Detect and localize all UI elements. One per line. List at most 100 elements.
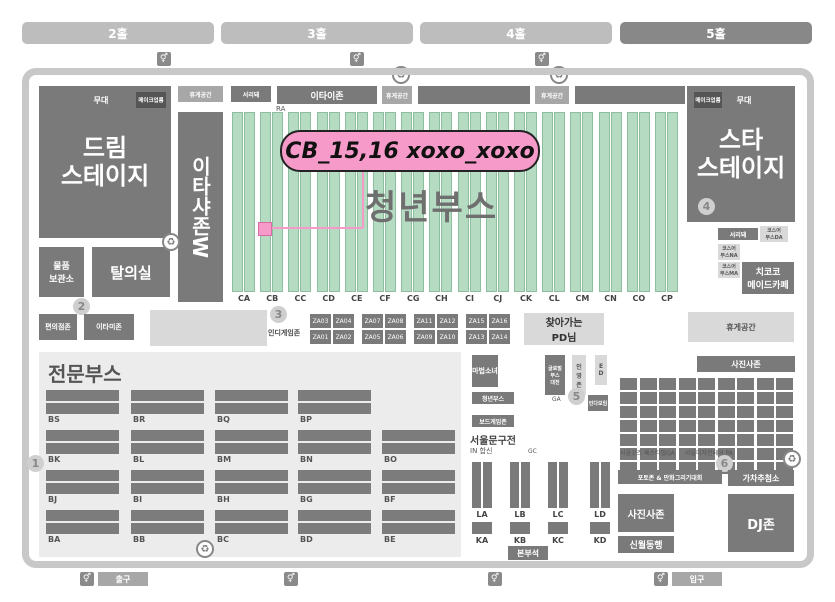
booth-column[interactable]	[526, 112, 537, 292]
hall5-booth[interactable]	[620, 448, 637, 460]
hall5-booth[interactable]	[698, 420, 715, 432]
inyeong-zone[interactable]: 인 영 존	[572, 355, 586, 395]
convenience-zone[interactable]: 편의점존	[39, 314, 77, 340]
booth-column[interactable]	[542, 112, 554, 292]
hall5-booth[interactable]	[659, 406, 676, 418]
pro-booth[interactable]	[131, 430, 204, 441]
pro-booth[interactable]	[131, 510, 204, 521]
hall5-booth[interactable]	[639, 448, 657, 460]
makeup-room[interactable]: 메이크업룸	[136, 92, 166, 108]
pro-booth[interactable]	[382, 430, 455, 441]
cosplayer-booth-da[interactable]: 코스어 부스DA	[760, 226, 788, 242]
hall5-booth[interactable]	[678, 420, 696, 432]
hall5-booth[interactable]	[698, 448, 715, 460]
pro-booth[interactable]	[382, 483, 455, 494]
booth-column[interactable]	[559, 462, 568, 508]
dressing-room[interactable]: 탈의실	[92, 247, 170, 297]
za-booth[interactable]: ZA08	[385, 314, 406, 328]
hall-2-header[interactable]: 2홀	[22, 22, 214, 44]
hall5-booth[interactable]	[698, 378, 715, 390]
pro-booth[interactable]	[298, 470, 371, 481]
photo-drawing-zone[interactable]: 포토존 & 만화그리기대회	[618, 470, 722, 484]
pro-booth[interactable]	[46, 470, 119, 481]
za-booth[interactable]: ZA12	[437, 314, 458, 328]
hall5-booth[interactable]	[659, 448, 676, 460]
booth-column[interactable]	[655, 112, 666, 292]
pro-booth[interactable]	[131, 403, 204, 414]
hall5-booth[interactable]	[659, 434, 676, 446]
booth-column[interactable]	[510, 522, 530, 534]
za-booth[interactable]: ZA01	[310, 330, 331, 344]
booth-column[interactable]	[272, 112, 284, 292]
hall5-booth[interactable]	[620, 392, 637, 404]
pro-booth[interactable]	[131, 523, 204, 534]
pro-booth[interactable]	[298, 403, 371, 414]
gacha-lottery[interactable]: 가차추첨소	[728, 470, 794, 486]
booth-column[interactable]	[638, 112, 650, 292]
rest-space-4[interactable]: 휴게공간	[688, 312, 794, 342]
makeup-room-right[interactable]: 메이크업룸	[694, 92, 722, 108]
sinwol-zone[interactable]: 신월동행	[618, 536, 674, 553]
hall5-booth[interactable]	[737, 434, 754, 446]
hall5-booth[interactable]	[756, 378, 774, 390]
booth-column[interactable]	[429, 112, 441, 292]
seori-zone[interactable]: 서리돼	[718, 228, 758, 240]
pro-booth[interactable]	[46, 523, 119, 534]
za-booth[interactable]: ZA16	[489, 314, 510, 328]
ita-zone-w[interactable]: 이타샤존W	[178, 112, 223, 302]
pro-booth[interactable]	[382, 443, 455, 454]
za-booth[interactable]: ZA02	[333, 330, 354, 344]
rest-space-3[interactable]: 휴게공간	[535, 86, 569, 104]
pro-booth[interactable]	[382, 523, 455, 534]
za-booth[interactable]: ZA07	[362, 314, 383, 328]
hall5-booth[interactable]	[717, 406, 735, 418]
hall5-booth[interactable]	[639, 392, 657, 404]
exit-sign[interactable]: 출구	[98, 572, 148, 586]
hall5-booth[interactable]	[776, 378, 793, 390]
booth-column[interactable]	[472, 522, 492, 534]
pro-booth[interactable]	[298, 483, 371, 494]
booth-column[interactable]	[590, 522, 610, 534]
pro-booth[interactable]	[215, 390, 288, 401]
za-booth[interactable]: ZA03	[310, 314, 331, 328]
booth-column[interactable]	[667, 112, 678, 292]
hall5-booth[interactable]	[620, 406, 637, 418]
pro-booth[interactable]	[131, 443, 204, 454]
pro-booth[interactable]	[46, 403, 119, 414]
pro-booth[interactable]	[215, 483, 288, 494]
hall5-booth[interactable]	[678, 434, 696, 446]
photographer-zone-2[interactable]: 사진사존	[618, 494, 674, 532]
hall5-booth[interactable]	[698, 406, 715, 418]
booth-column[interactable]	[385, 112, 396, 292]
headquarters[interactable]: 본부석	[508, 546, 548, 560]
pro-booth[interactable]	[46, 443, 119, 454]
hall5-booth[interactable]	[756, 448, 774, 460]
hall5-booth[interactable]	[639, 378, 657, 390]
pro-booth[interactable]	[215, 523, 288, 534]
hall5-booth[interactable]	[678, 378, 696, 390]
hall5-booth[interactable]	[678, 448, 696, 460]
hall5-booth[interactable]	[756, 406, 774, 418]
booth-column[interactable]	[510, 462, 519, 508]
booth-column[interactable]	[601, 462, 610, 508]
booth-column[interactable]	[401, 112, 413, 292]
booth-column[interactable]	[328, 112, 340, 292]
hall5-booth[interactable]	[756, 434, 774, 446]
rest-space[interactable]: 휴게공간	[178, 86, 223, 102]
hall5-booth[interactable]	[737, 406, 754, 418]
pro-booth[interactable]	[215, 470, 288, 481]
booth-column[interactable]	[485, 112, 497, 292]
booth-column[interactable]	[514, 112, 525, 292]
hall-4-header[interactable]: 4홀	[420, 22, 612, 44]
za-booth[interactable]: ZA14	[489, 330, 510, 344]
ita-zone-top[interactable]: 이타이존	[277, 86, 377, 104]
pro-booth[interactable]	[298, 510, 371, 521]
za-booth[interactable]: ZA05	[362, 330, 383, 344]
booth-column[interactable]	[626, 112, 638, 292]
hall5-booth[interactable]	[756, 420, 774, 432]
dream-stage[interactable]: 드림 스테이지	[39, 86, 171, 238]
hall5-booth[interactable]	[620, 378, 637, 390]
booth-column[interactable]	[497, 112, 509, 292]
pro-booth[interactable]	[215, 403, 288, 414]
booth-row-top[interactable]	[418, 86, 530, 104]
